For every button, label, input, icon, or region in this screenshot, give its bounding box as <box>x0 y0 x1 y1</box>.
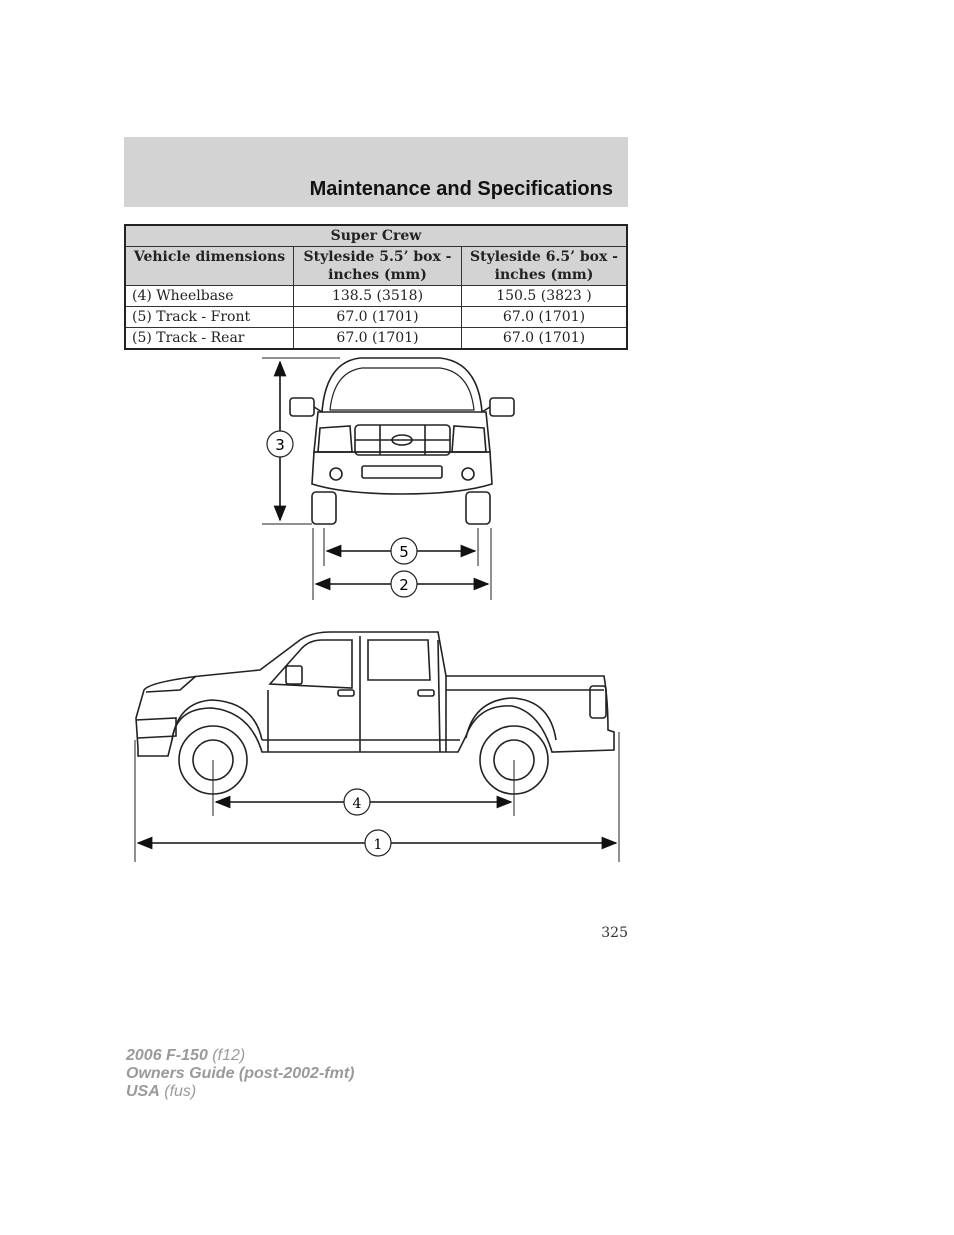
table-row: (4) Wheelbase 138.5 (3518) 150.5 (3823 ) <box>124 285 628 307</box>
callout-width: 2 <box>399 576 409 594</box>
footer-market-code: (fus) <box>164 1083 197 1100</box>
column-header: Vehicle dimensions <box>124 246 294 286</box>
table-cell: (5) Track - Rear <box>124 327 294 350</box>
table-cell: (5) Track - Front <box>124 306 294 328</box>
callout-track: 5 <box>399 543 409 561</box>
table-cell: 67.0 (1701) <box>461 306 628 328</box>
table-cell: 67.0 (1701) <box>461 327 628 350</box>
side-view-truck <box>135 631 615 795</box>
callout-length: 1 <box>374 837 383 853</box>
table-cell: 67.0 (1701) <box>293 306 462 328</box>
page-number: 325 <box>601 925 628 941</box>
table-row: (5) Track - Rear 67.0 (1701) 67.0 (1701) <box>124 327 628 350</box>
section-header-band: Maintenance and Specifications <box>124 137 628 207</box>
footer-model-code: (f12) <box>212 1047 246 1064</box>
footer-guide: Owners Guide (post-2002-fmt) <box>126 1065 355 1082</box>
footer-model: 2006 F-150 <box>126 1047 208 1064</box>
callout-height: 3 <box>275 436 285 454</box>
table-cell: 150.5 (3823 ) <box>461 285 628 307</box>
column-header: Styleside 5.5’ box - inches (mm) <box>293 246 462 286</box>
column-header: Styleside 6.5’ box - inches (mm) <box>461 246 628 286</box>
table-cell: (4) Wheelbase <box>124 285 294 307</box>
section-title: Maintenance and Specifications <box>309 178 613 200</box>
front-view-truck <box>289 357 515 525</box>
callout-wheelbase: 4 <box>353 796 362 812</box>
table-cell: 67.0 (1701) <box>293 327 462 350</box>
document-footer: 2006 F-150 (f12) Owners Guide (post-2002… <box>126 1047 354 1101</box>
table-row: (5) Track - Front 67.0 (1701) 67.0 (1701… <box>124 306 628 328</box>
footer-market: USA <box>126 1083 160 1100</box>
dimensions-table: Super Crew Vehicle dimensions Styleside … <box>124 224 628 350</box>
